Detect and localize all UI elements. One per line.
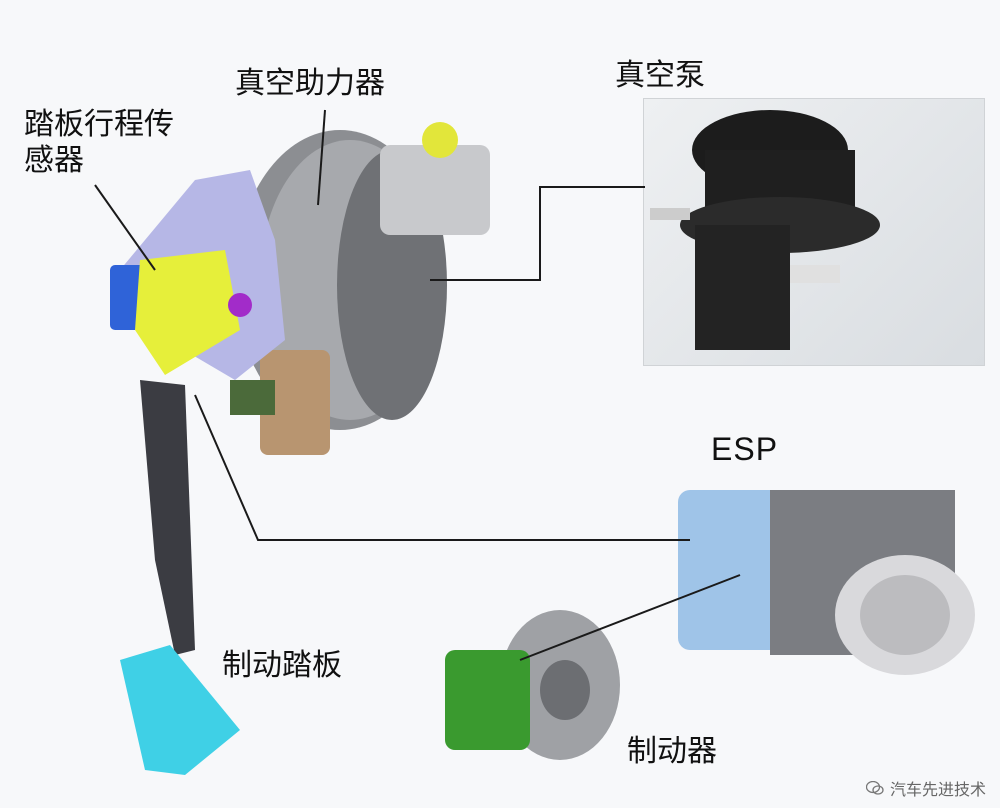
leader-line-vacuum-booster <box>317 109 326 206</box>
watermark-text: 汽车先进技术 <box>889 780 986 799</box>
brake-label: 制动器 <box>627 734 717 769</box>
esp-unit-image <box>678 490 975 675</box>
leader-lines <box>94 109 741 661</box>
brake-image <box>445 610 620 760</box>
pedal-travel-sensor-label: 踏板行程传感器 <box>24 107 174 178</box>
pedal-travel-sensor-image <box>110 170 285 415</box>
vacuum-pump-image <box>650 110 880 350</box>
leader-line-brake <box>519 574 741 661</box>
vacuum-pump-label: 真空泵 <box>615 58 705 93</box>
watermark: 汽车先进技术 <box>865 776 986 800</box>
esp-label: ESP <box>711 431 779 467</box>
leader-line-pedal-sensor <box>94 184 156 271</box>
vacuum-booster-label: 真空助力器 <box>235 66 385 101</box>
leader-line-esp <box>194 394 690 541</box>
leader-line-vacuum-pump <box>430 186 645 281</box>
wechat-icon <box>865 781 884 795</box>
brake-pedal-label: 制动踏板 <box>222 648 342 683</box>
vacuum-booster-image <box>235 122 490 455</box>
brake-pedal-image <box>120 380 240 775</box>
